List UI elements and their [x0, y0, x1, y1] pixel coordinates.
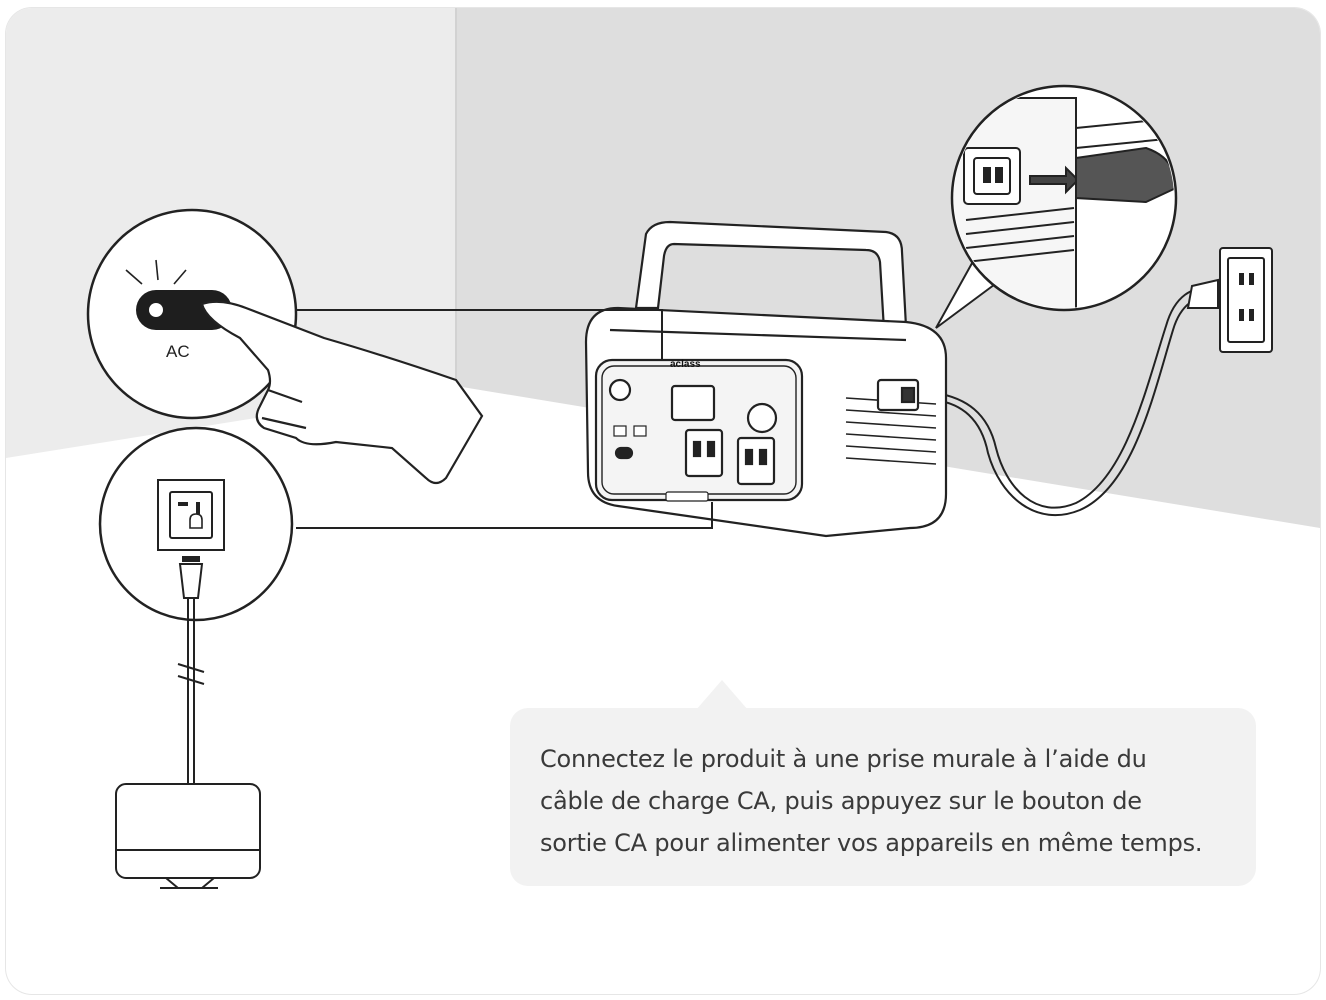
appliance — [115, 598, 261, 889]
light-rays-icon — [125, 259, 187, 285]
caption-box: Connectez le produit à une prise murale … — [510, 680, 1256, 886]
caption-pointer — [696, 680, 748, 710]
charging-cable — [935, 278, 1219, 517]
device-brand-label: aclass — [670, 359, 701, 370]
power-station — [584, 220, 948, 538]
caption-text: Connectez le produit à une prise murale … — [540, 738, 1228, 864]
callout-lines — [296, 309, 713, 529]
zoom-bubble-ac-outlet — [98, 426, 294, 622]
wall-outlet — [1219, 247, 1273, 353]
illustration — [6, 8, 1320, 889]
zoom-bubble-ac-input — [935, 84, 1178, 329]
hand-icon — [200, 300, 484, 485]
caption-line-1: Connectez le produit à une prise murale … — [540, 745, 1147, 773]
caption-line-2: câble de charge CA, puis appuyez sur le … — [540, 787, 1142, 815]
ac-button-icon — [136, 290, 232, 330]
zoom-bubble-ac-button — [86, 208, 298, 420]
diagram-frame: AC aclass Connectez le produit à une pri… — [6, 8, 1320, 994]
ac-button-label: AC — [166, 342, 190, 361]
caption-line-3: sortie CA pour alimenter vos appareils e… — [540, 829, 1203, 857]
